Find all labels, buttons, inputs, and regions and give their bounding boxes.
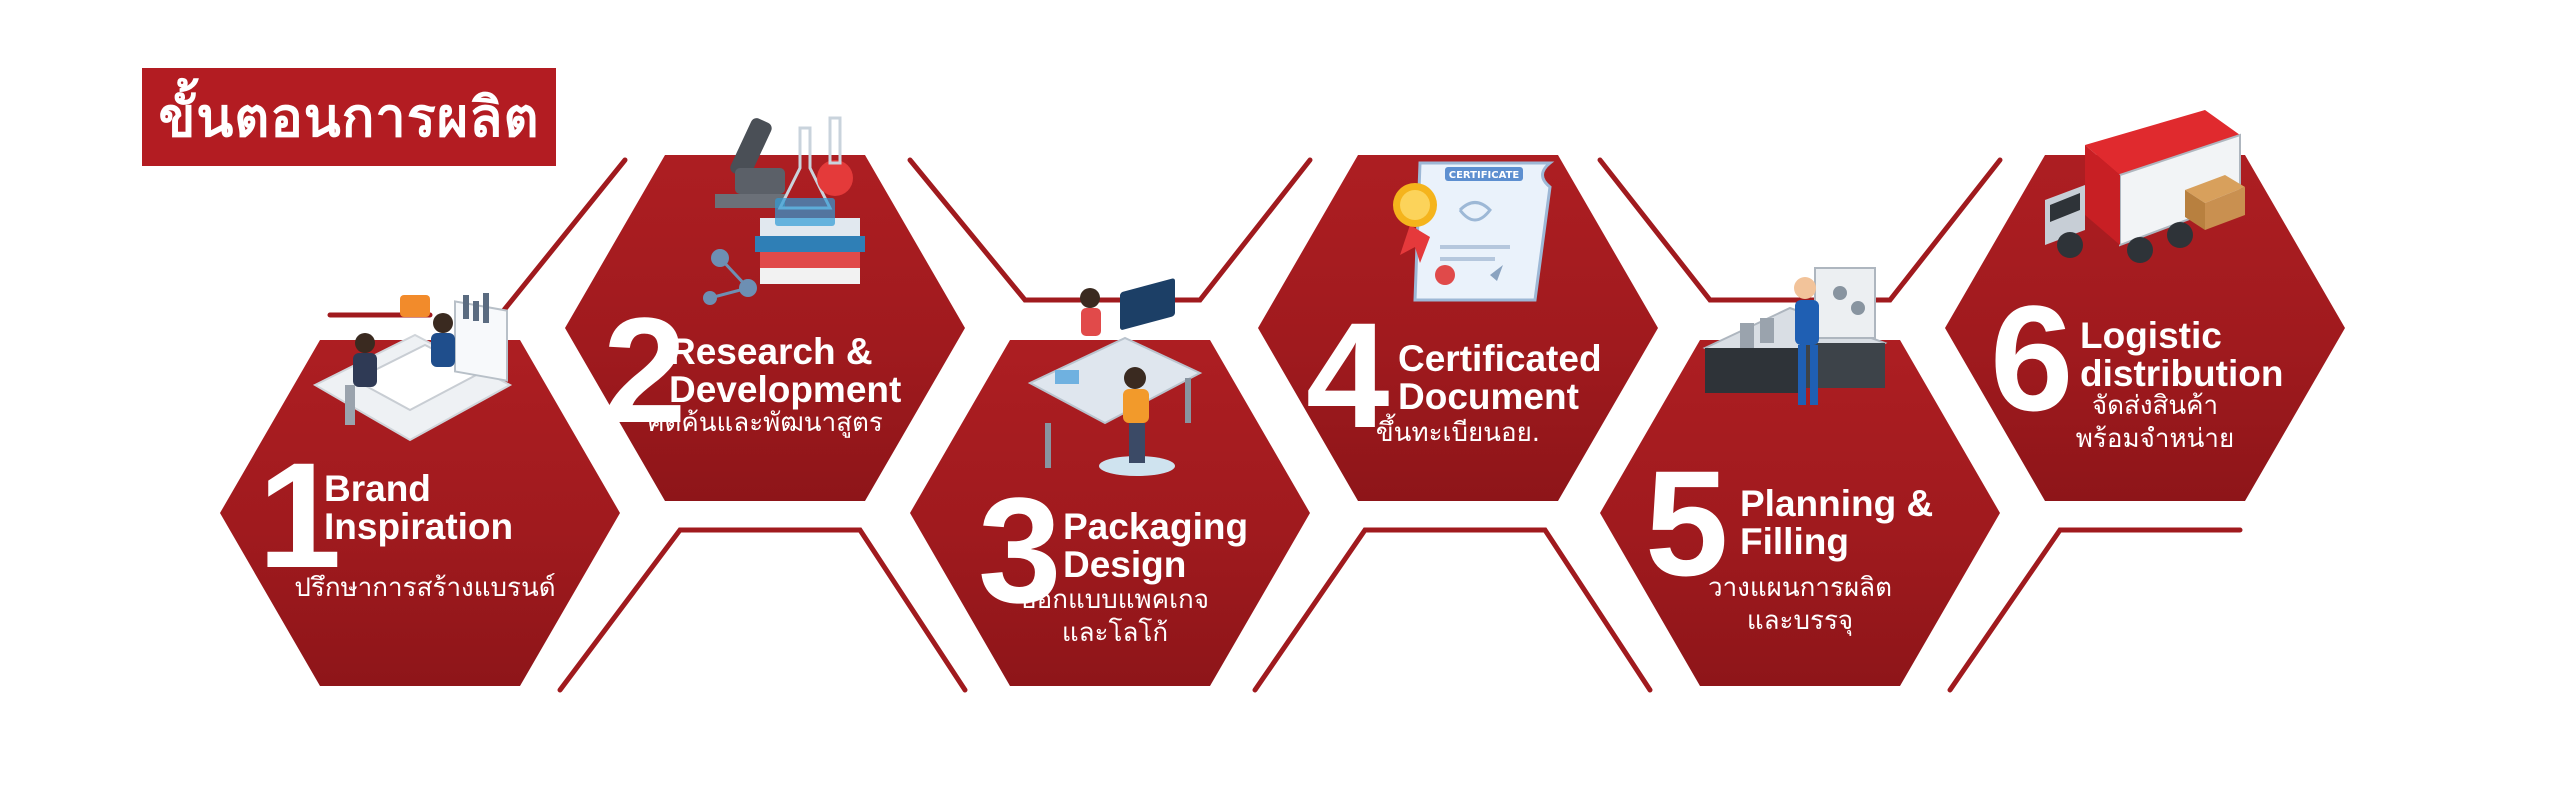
laboratory-microscope-icon [703, 116, 865, 305]
step-1-hexagon: 1 Brand Inspiration ปรึกษาการสร้างแบรนด์ [220, 340, 620, 686]
designer-desk-icon [1027, 278, 1203, 476]
step-title-en: Research & Development [669, 331, 902, 410]
hexagon-shape [565, 155, 965, 501]
step-title-th: วางแผนการผลิต และบรรจุ [1707, 573, 1893, 636]
step-title-en: Planning & Filling [1740, 483, 1934, 562]
step-title-en: Certificated Document [1398, 338, 1602, 417]
filling-machine-icon [1702, 267, 1888, 405]
certificate-label: CERTIFICATE [1449, 170, 1520, 181]
page-title: ขั้นตอนการผลิต [142, 68, 556, 166]
step-title-th: ออกแบบแพคเกจ และโลโก้ [1021, 585, 1209, 648]
step-number: 1 [258, 431, 342, 599]
connector-line [1947, 527, 2243, 693]
step-title-th: จัดส่งสินค้า พร้อมจำหน่าย [2075, 391, 2235, 454]
connector-line [557, 527, 968, 693]
office-meeting-icon [312, 293, 513, 442]
step-title-en: Logistic distribution [2080, 315, 2284, 394]
connector-line [497, 157, 628, 318]
step-number: 3 [978, 466, 1062, 634]
step-number: 4 [1306, 291, 1390, 459]
step-number: 2 [603, 286, 687, 454]
step-title-th: ขึ้นทะเบียนอย. [1375, 418, 1541, 448]
connector-line [1252, 527, 1653, 693]
certificate-scroll-icon: CERTIFICATE [1393, 161, 1555, 302]
step-title-th: ปรึกษาการสร้างแบรนด์ [294, 573, 556, 603]
step-2-hexagon: 2 Research & Development คิดค้นและพัฒนาส… [565, 155, 965, 501]
step-title-en: Packaging Design [1063, 506, 1249, 585]
connector-line [1597, 157, 2003, 303]
step-number: 6 [1990, 274, 2074, 442]
connector-line [907, 157, 1313, 303]
delivery-truck-icon [2045, 110, 2245, 263]
step-number: 5 [1645, 439, 1729, 607]
step-title-en: Brand Inspiration [324, 468, 514, 547]
step-title-th: คิดค้นและพัฒนาสูตร [647, 408, 883, 438]
